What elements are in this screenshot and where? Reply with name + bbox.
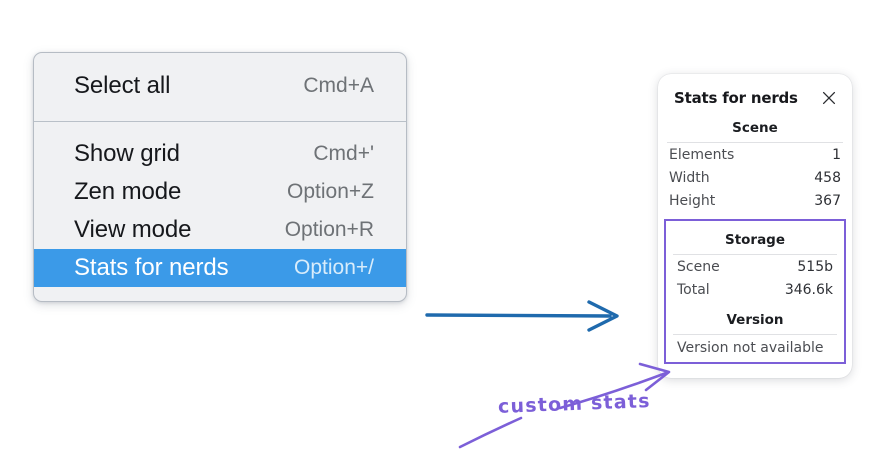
- stat-value: 346.6k: [784, 282, 833, 298]
- stat-row: Elements 1: [658, 143, 852, 166]
- stat-key: Total: [677, 282, 710, 298]
- menu-item-shortcut: Option+R: [284, 218, 374, 241]
- menu-item-select-all[interactable]: Select all Cmd+A: [34, 67, 406, 105]
- stat-row: Height 367: [658, 189, 852, 212]
- menu-item-label: Zen mode: [74, 178, 182, 205]
- stat-key: Scene: [677, 259, 720, 275]
- stat-value: 515b: [797, 259, 833, 275]
- menu-group-bottom: Show grid Cmd+' Zen mode Option+Z View m…: [34, 122, 406, 301]
- menu-item-view-mode[interactable]: View mode Option+R: [34, 211, 406, 249]
- section-heading-version: Version: [726, 312, 784, 328]
- section-heading-scene: Scene: [732, 120, 778, 136]
- stat-value: 1: [832, 147, 841, 163]
- stat-row: Scene 515b: [666, 255, 844, 278]
- panel-title: Stats for nerds: [674, 89, 798, 107]
- menu-item-stats-for-nerds[interactable]: Stats for nerds Option+/: [34, 249, 406, 287]
- menu-item-zen-mode[interactable]: Zen mode Option+Z: [34, 173, 406, 211]
- menu-item-label: Show grid: [74, 140, 180, 167]
- divider: [667, 142, 843, 143]
- context-menu[interactable]: Select all Cmd+A Show grid Cmd+' Zen mod…: [33, 52, 407, 302]
- menu-item-shortcut: Cmd+': [313, 142, 374, 165]
- purple-underline-stroke: [458, 416, 523, 449]
- divider: [673, 254, 837, 255]
- menu-item-label: View mode: [74, 216, 192, 243]
- stat-value: 458: [814, 170, 841, 186]
- stat-value: 367: [814, 193, 841, 209]
- stat-row: Total 346.6k: [666, 278, 844, 301]
- menu-separator: [34, 121, 406, 122]
- menu-item-shortcut: Option+/: [294, 256, 374, 279]
- stats-for-nerds-panel: Stats for nerds Scene Elements 1 Width 4…: [658, 74, 852, 378]
- blue-arrow-annotation: [425, 300, 619, 332]
- menu-item-shortcut: Option+Z: [287, 180, 374, 203]
- divider: [673, 334, 837, 335]
- menu-item-shortcut: Cmd+A: [303, 74, 374, 97]
- stats-panel-header: Stats for nerds: [658, 86, 852, 109]
- stat-row: Width 458: [658, 166, 852, 189]
- custom-stats-highlight-box: Storage Scene 515b Total 346.6k Version …: [664, 219, 846, 364]
- stat-key: Height: [669, 193, 716, 209]
- menu-group-top: Select all Cmd+A: [34, 53, 406, 121]
- section-heading-storage: Storage: [724, 232, 786, 248]
- stat-key: Elements: [669, 147, 735, 163]
- menu-item-label: Select all: [74, 72, 171, 99]
- custom-stats-annotation-label: custom stats: [497, 390, 652, 418]
- menu-item-show-grid[interactable]: Show grid Cmd+': [34, 135, 406, 173]
- close-icon[interactable]: [820, 89, 838, 107]
- menu-item-label: Stats for nerds: [74, 254, 229, 281]
- version-text: Version not available: [677, 340, 824, 356]
- stat-key: Width: [669, 170, 710, 186]
